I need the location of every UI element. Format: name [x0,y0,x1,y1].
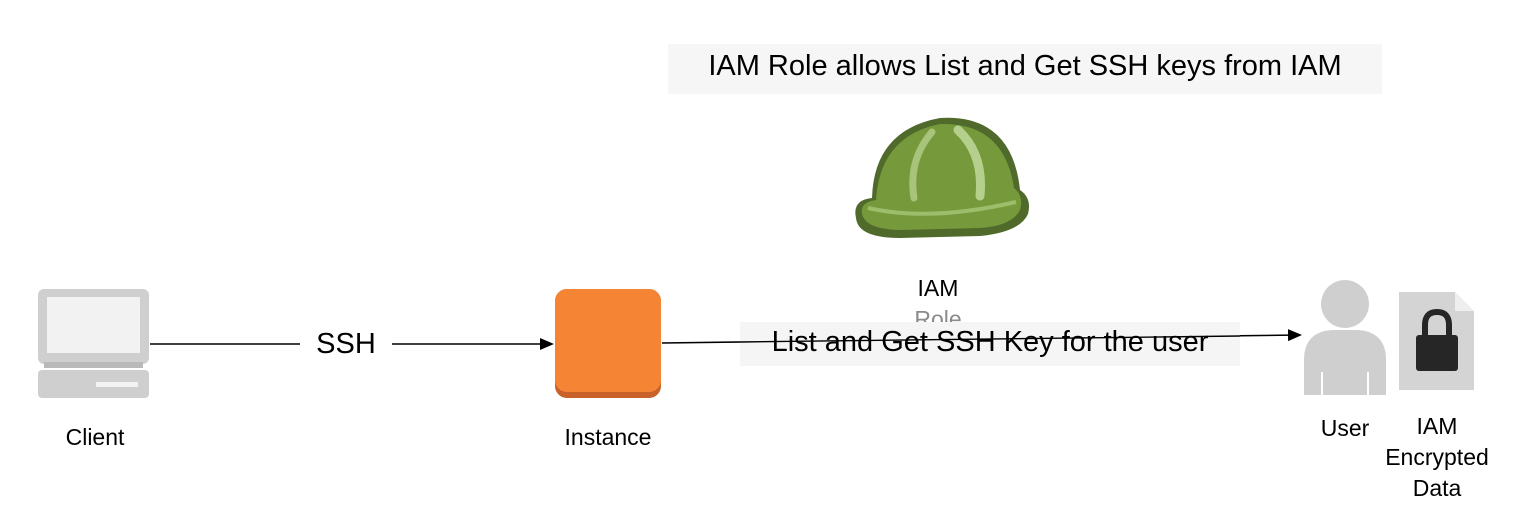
ec2-instance-icon [555,289,661,398]
edge-label-ssh: SSH [300,327,392,363]
iam-role-label-line1: IAM [917,275,959,301]
user-label: User [1320,415,1370,441]
edge-label-list-get-ssh-key: List and Get SSH Key for the user [740,322,1240,366]
instance-label: Instance [564,424,652,450]
encrypted-data-label-line2: Encrypted [1385,444,1489,470]
lock-document-icon [1399,292,1474,390]
diagram-title: IAM Role allows List and Get SSH keys fr… [668,44,1382,94]
encrypted-data-label-line3: Data [1412,475,1462,501]
encrypted-data-label-line1: IAM [1416,413,1458,439]
computer-icon [38,289,149,398]
user-icon [1304,280,1386,395]
hard-hat-icon [855,117,1029,238]
client-label: Client [65,424,125,450]
